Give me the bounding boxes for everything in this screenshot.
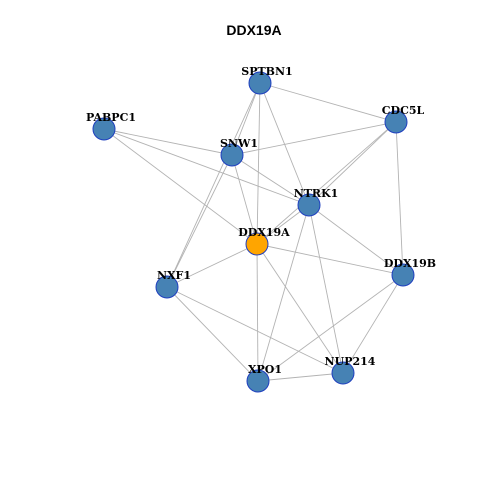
edge-ntrk1-ddx19b xyxy=(308,204,404,276)
edge-sptbn1-nxf1 xyxy=(166,82,261,288)
node-nup214 xyxy=(331,361,355,385)
node-cdc5l xyxy=(384,110,408,134)
edge-ddx19a-ddx19b xyxy=(256,243,404,276)
node-label-ddx19a: DDX19A xyxy=(238,226,290,239)
edge-ddx19a-xpo1 xyxy=(256,243,259,382)
node-ntrk1 xyxy=(297,193,321,217)
node-label-sptbn1: SPTBN1 xyxy=(241,65,292,78)
node-label-snw1: SNW1 xyxy=(220,137,258,150)
edge-cdc5l-ddx19a xyxy=(256,121,397,245)
edge-pabpc1-ntrk1 xyxy=(103,128,310,206)
node-label-cdc5l: CDC5L xyxy=(382,104,425,117)
node-label-ddx19b: DDX19B xyxy=(384,257,436,270)
node-xpo1 xyxy=(246,369,270,393)
edge-ddx19b-nup214 xyxy=(342,274,404,374)
node-snw1 xyxy=(220,143,244,167)
edge-cdc5l-snw1 xyxy=(231,121,397,156)
node-label-nup214: NUP214 xyxy=(325,355,376,368)
node-label-ntrk1: NTRK1 xyxy=(294,187,339,200)
edge-ddx19a-nxf1 xyxy=(166,243,258,288)
edge-layer xyxy=(103,82,404,382)
edge-sptbn1-snw1 xyxy=(231,82,261,156)
edge-ddx19a-nup214 xyxy=(256,243,344,374)
edge-pabpc1-ddx19a xyxy=(103,128,258,245)
node-layer xyxy=(92,71,415,393)
edge-xpo1-nup214 xyxy=(257,372,344,382)
edge-snw1-ddx19a xyxy=(231,154,258,245)
edge-nxf1-xpo1 xyxy=(166,286,259,382)
edge-sptbn1-ddx19a xyxy=(256,82,261,245)
edge-ddx19b-xpo1 xyxy=(257,274,404,382)
edge-snw1-ntrk1 xyxy=(231,154,310,206)
graph-title: DDX19A xyxy=(226,22,281,38)
edge-cdc5l-ntrk1 xyxy=(308,121,397,206)
node-label-pabpc1: PABPC1 xyxy=(86,111,136,124)
edge-ntrk1-nup214 xyxy=(308,204,344,374)
node-sptbn1 xyxy=(248,71,272,95)
node-label-xpo1: XPO1 xyxy=(248,363,282,376)
node-nxf1 xyxy=(155,275,179,299)
edge-sptbn1-cdc5l xyxy=(259,82,397,123)
node-ddx19a xyxy=(245,232,269,256)
node-pabpc1 xyxy=(92,117,116,141)
edge-cdc5l-ddx19b xyxy=(395,121,404,276)
edge-ntrk1-xpo1 xyxy=(257,204,310,382)
edge-nxf1-nup214 xyxy=(166,286,344,374)
edge-pabpc1-snw1 xyxy=(103,128,233,156)
edge-snw1-nxf1 xyxy=(166,154,233,288)
node-ddx19b xyxy=(391,263,415,287)
node-label-nxf1: NXF1 xyxy=(157,269,191,282)
